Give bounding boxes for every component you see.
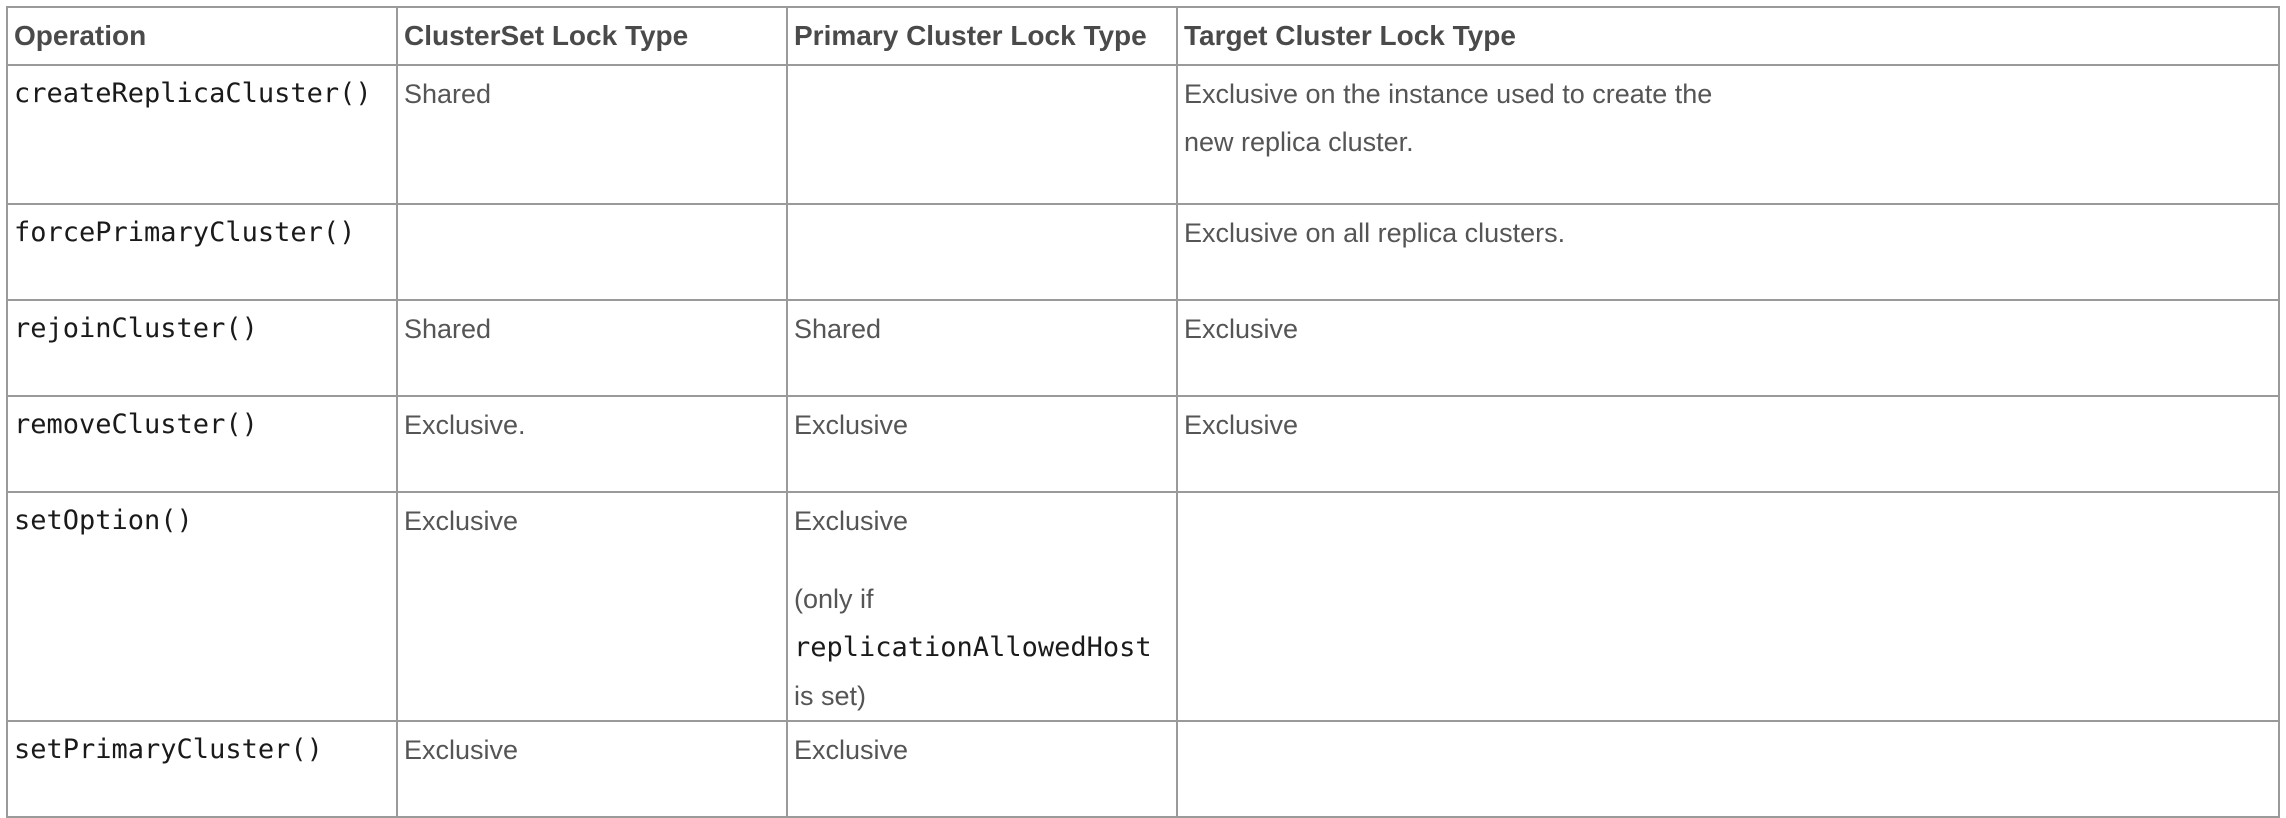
table-row: setOption() Exclusive Exclusive (only if…: [6, 491, 2280, 722]
target-lock: Exclusive on the instance used to create…: [1184, 79, 1713, 157]
operation-name: removeCluster(): [14, 409, 258, 440]
target-lock: [1184, 493, 2272, 497]
operation-name: forcePrimaryCluster(): [14, 217, 356, 248]
clusterset-lock: Shared: [404, 79, 492, 109]
clusterset-cell: Exclusive: [396, 491, 788, 722]
clusterset-lock: [404, 205, 780, 209]
clusterset-cell: [396, 203, 788, 301]
primary-lock: Exclusive: [794, 735, 909, 765]
table-row: createReplicaCluster() Shared Exclusive …: [6, 64, 2280, 205]
clusterset-lock: Shared: [404, 314, 492, 344]
clusterset-lock: Exclusive: [404, 735, 519, 765]
primary-cell: Exclusive: [786, 720, 1178, 818]
header-clusterset-lock-type: ClusterSet Lock Type: [396, 6, 788, 66]
primary-lock: [794, 66, 1170, 70]
note-prefix: (only if: [794, 584, 874, 614]
clusterset-cell: Shared: [396, 299, 788, 397]
primary-cell: [786, 64, 1178, 205]
primary-cell: Exclusive: [786, 395, 1178, 493]
target-lock: [1184, 722, 2272, 726]
operation-cell: forcePrimaryCluster(): [6, 203, 398, 301]
note-suffix: is set): [794, 681, 867, 711]
primary-lock: [794, 205, 1170, 209]
primary-cell: Exclusive (only if replicationAllowedHos…: [786, 491, 1178, 722]
operation-cell: rejoinCluster(): [6, 299, 398, 397]
primary-lock: Shared: [794, 314, 882, 344]
target-lock: Exclusive: [1184, 410, 1299, 440]
target-cell: Exclusive on the instance used to create…: [1176, 64, 2280, 205]
operation-cell: setOption(): [6, 491, 398, 722]
clusterset-lock: Exclusive.: [404, 410, 526, 440]
table-header-row: Operation ClusterSet Lock Type Primary C…: [6, 6, 2280, 66]
operation-name: createReplicaCluster(): [14, 78, 372, 109]
target-cell: [1176, 491, 2280, 722]
clusterset-cell: Exclusive: [396, 720, 788, 818]
clusterset-lock: Exclusive: [404, 506, 519, 536]
header-operation: Operation: [6, 6, 398, 66]
operation-cell: createReplicaCluster(): [6, 64, 398, 205]
target-cell: Exclusive: [1176, 299, 2280, 397]
note-option-code: replicationAllowedHost: [794, 632, 1152, 663]
operation-name: rejoinCluster(): [14, 313, 258, 344]
operation-cell: setPrimaryCluster(): [6, 720, 398, 818]
table-row: removeCluster() Exclusive. Exclusive Exc…: [6, 395, 2280, 493]
table-row: forcePrimaryCluster() Exclusive on all r…: [6, 203, 2280, 301]
operation-name: setPrimaryCluster(): [14, 734, 323, 765]
target-lock: Exclusive on all replica clusters.: [1184, 218, 1566, 248]
cluster-lock-table: Operation ClusterSet Lock Type Primary C…: [6, 6, 2280, 818]
primary-cell: [786, 203, 1178, 301]
primary-lock: Exclusive: [794, 410, 909, 440]
table-row: rejoinCluster() Shared Shared Exclusive: [6, 299, 2280, 397]
target-cell: [1176, 720, 2280, 818]
header-primary-cluster-lock-type: Primary Cluster Lock Type: [786, 6, 1178, 66]
table-row: setPrimaryCluster() Exclusive Exclusive: [6, 720, 2280, 818]
target-cell: Exclusive on all replica clusters.: [1176, 203, 2280, 301]
primary-lock-note: (only if replicationAllowedHost is set): [794, 575, 1170, 720]
header-target-cluster-lock-type: Target Cluster Lock Type: [1176, 6, 2280, 66]
operation-name: setOption(): [14, 505, 193, 536]
primary-cell: Shared: [786, 299, 1178, 397]
primary-lock: Exclusive: [794, 506, 909, 536]
target-cell: Exclusive: [1176, 395, 2280, 493]
clusterset-cell: Exclusive.: [396, 395, 788, 493]
target-lock: Exclusive: [1184, 314, 1299, 344]
operation-cell: removeCluster(): [6, 395, 398, 493]
clusterset-cell: Shared: [396, 64, 788, 205]
